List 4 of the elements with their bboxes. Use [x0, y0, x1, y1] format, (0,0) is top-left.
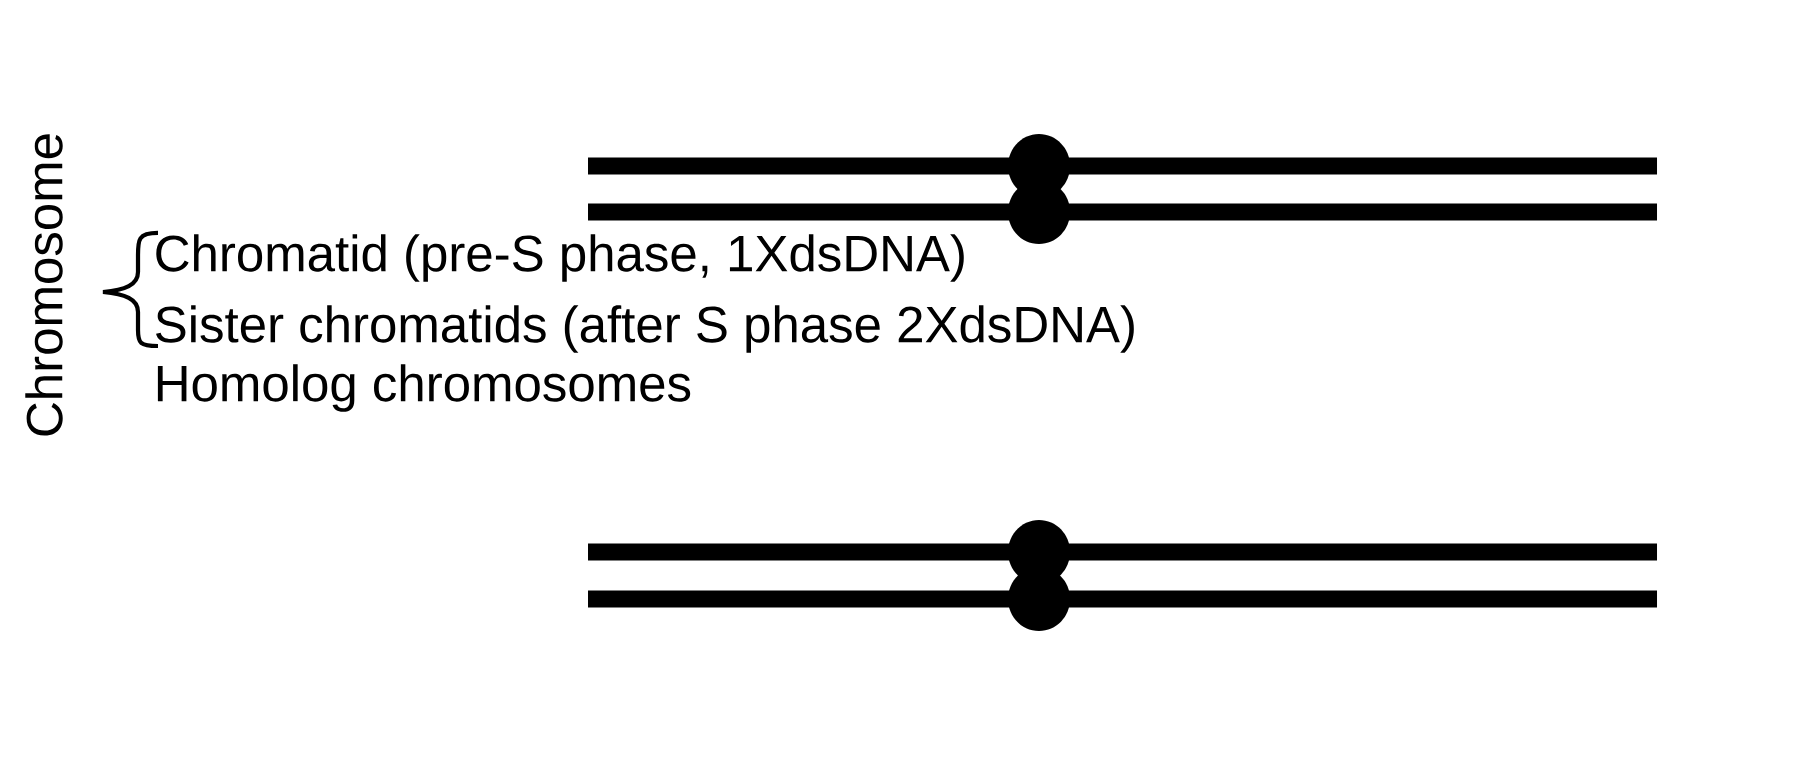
label: Sister chromatids (after S phase 2XdsDNA) [156, 305, 1134, 353]
label: Chromosome [25, 134, 63, 436]
label: Chromatid (pre-S phase, 1XdsDNA) [156, 234, 964, 282]
label: Homolog chromosomes [157, 364, 691, 412]
